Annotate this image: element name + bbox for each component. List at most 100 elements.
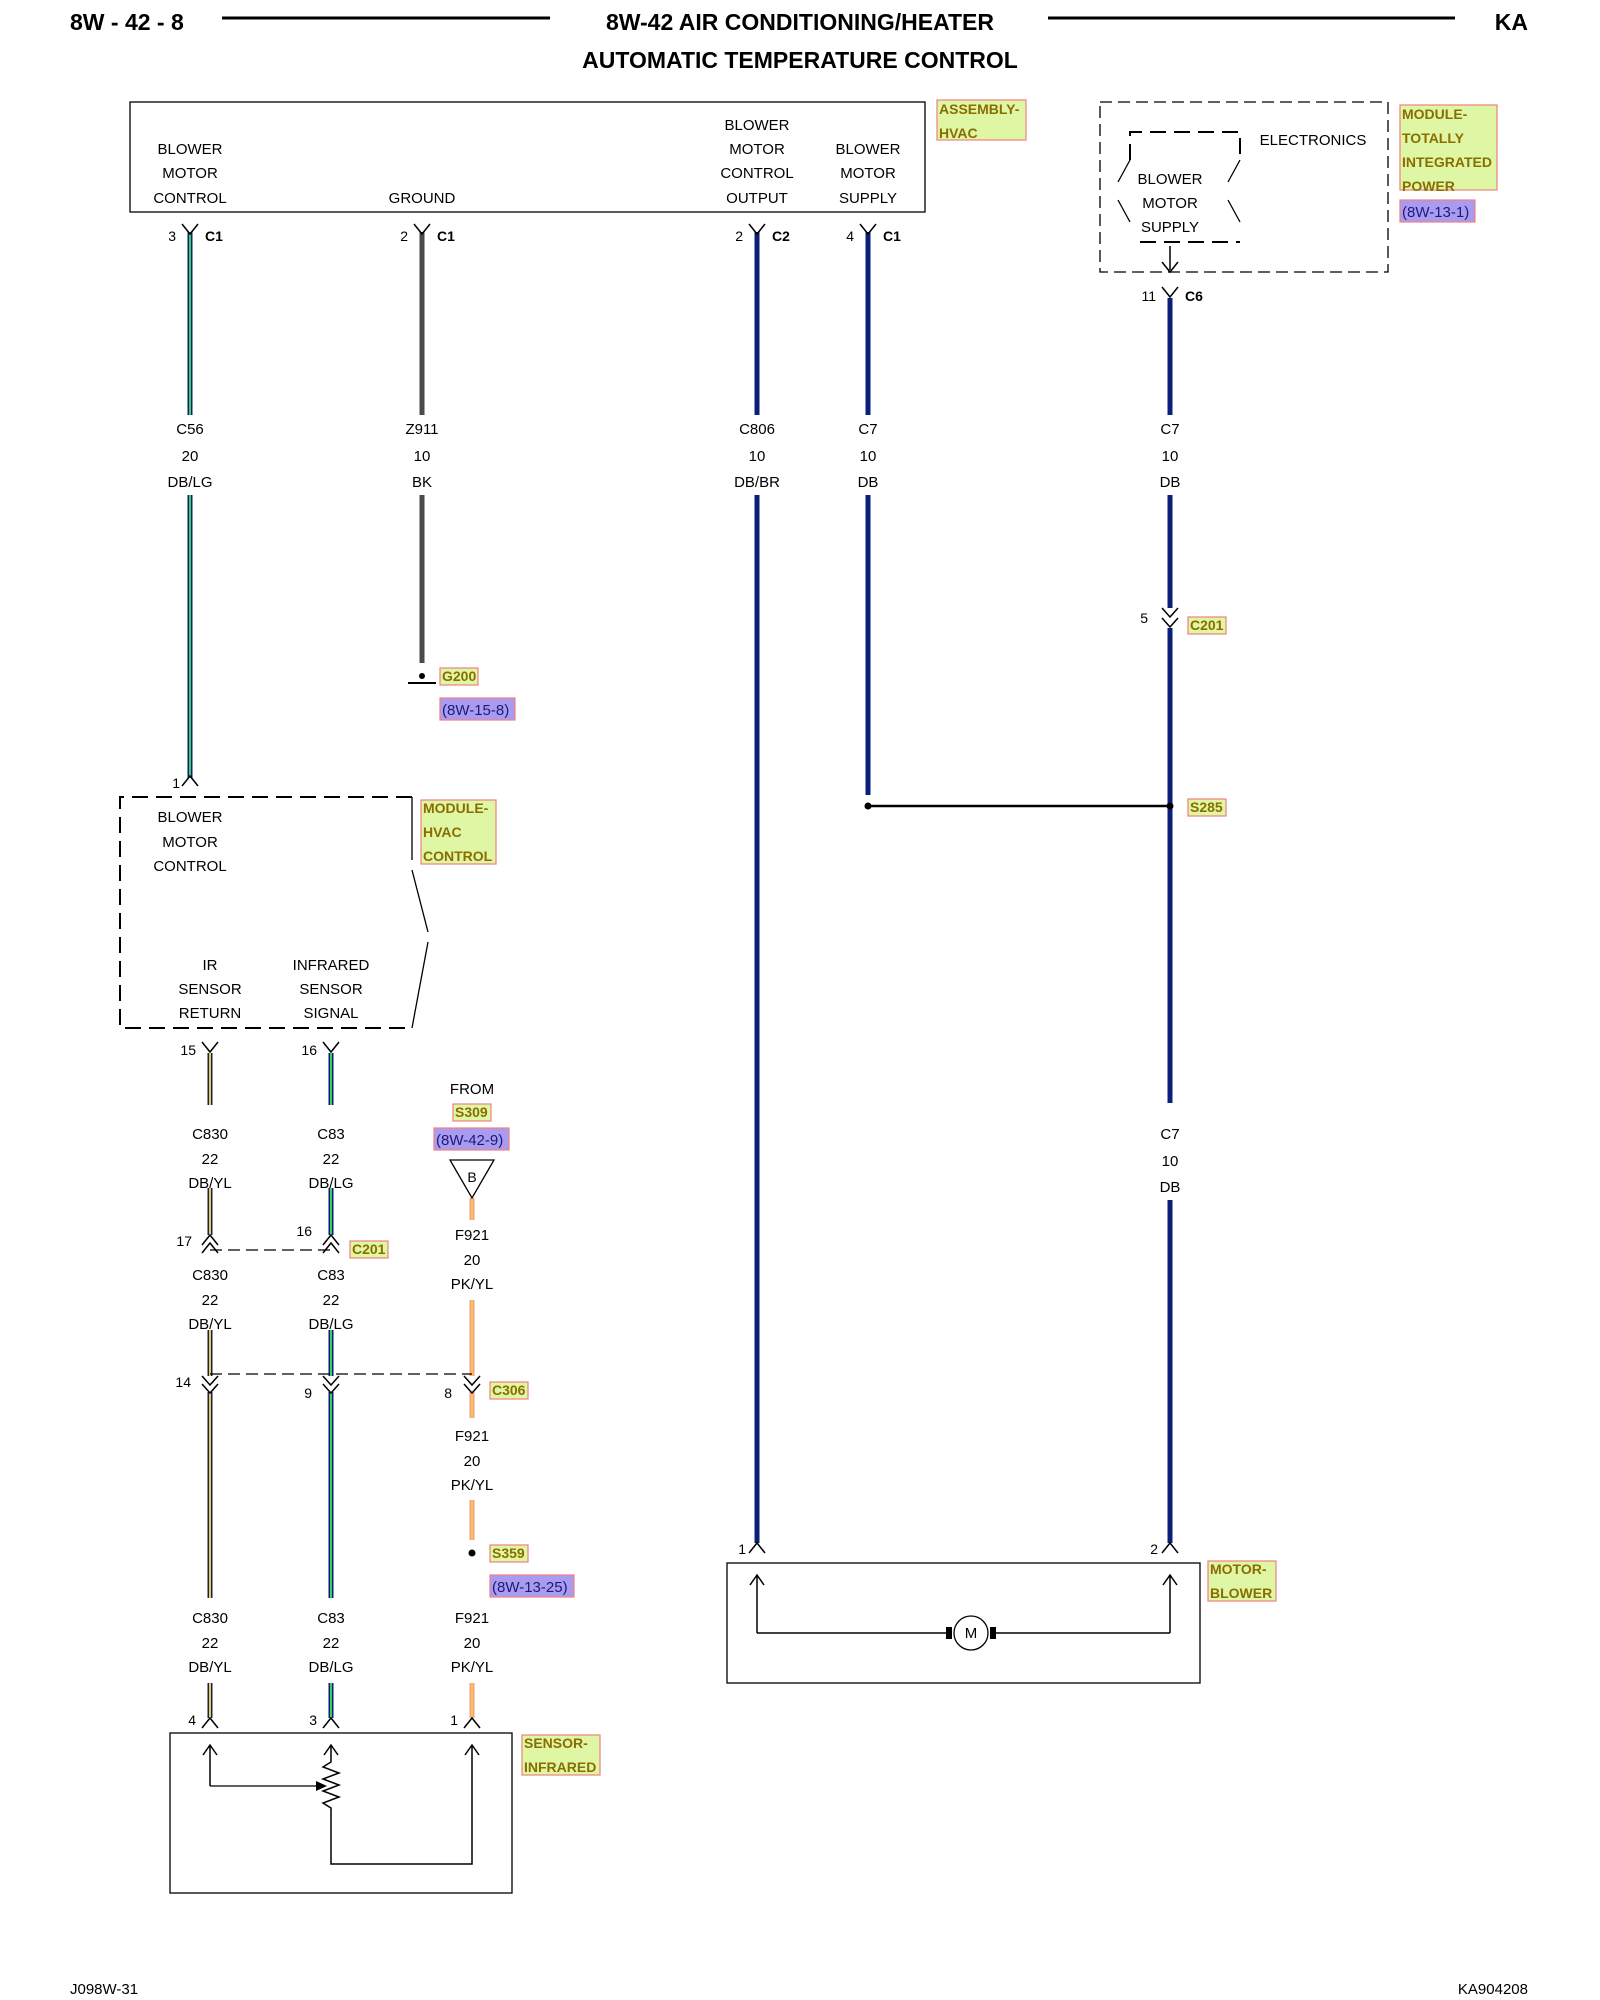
wire-label-c7-a: C7 10 DB xyxy=(858,421,879,491)
svg-text:10: 10 xyxy=(1162,448,1179,465)
wire-label-c83-c: C83 22 DB/LG xyxy=(308,1610,353,1676)
hvac-module-outline xyxy=(119,796,412,1029)
svg-text:17: 17 xyxy=(176,1233,192,1249)
svg-text:ASSEMBLY-: ASSEMBLY- xyxy=(939,101,1020,117)
model-code: KA xyxy=(1495,9,1528,35)
wire-label-f921-a: F921 20 PK/YL xyxy=(451,1227,494,1293)
svg-text:PK/YL: PK/YL xyxy=(451,1477,494,1494)
hvac-module-pin16: 16 xyxy=(301,1041,340,1058)
svg-text:PK/YL: PK/YL xyxy=(451,1276,494,1293)
svg-text:DB: DB xyxy=(1160,1179,1181,1196)
svg-text:(8W-13-1): (8W-13-1) xyxy=(1402,204,1469,221)
svg-text:BLOWER: BLOWER xyxy=(1137,171,1202,188)
svg-text:MOTOR: MOTOR xyxy=(729,141,785,158)
svg-text:22: 22 xyxy=(323,1292,340,1309)
svg-text:C830: C830 xyxy=(192,1610,228,1627)
svg-text:8: 8 xyxy=(444,1385,452,1401)
svg-text:2: 2 xyxy=(400,228,408,244)
svg-text:M: M xyxy=(965,1625,978,1642)
svg-text:MOTOR: MOTOR xyxy=(1142,195,1198,212)
svg-text:C7: C7 xyxy=(858,421,877,438)
svg-text:C1: C1 xyxy=(883,228,901,244)
svg-text:F921: F921 xyxy=(455,1428,489,1445)
tipm-internal-box-top xyxy=(1129,131,1241,160)
blower-motor: 1 2 M MOTOR- BLOWER xyxy=(726,1541,1277,1684)
wire-label-z911: Z911 10 BK xyxy=(405,421,438,491)
svg-text:FROM: FROM xyxy=(450,1081,494,1098)
svg-text:15: 15 xyxy=(180,1042,196,1058)
svg-text:BLOWER: BLOWER xyxy=(1210,1585,1272,1601)
svg-text:DB/LG: DB/LG xyxy=(308,1316,353,1333)
sensor-pin3: 3 xyxy=(309,1712,317,1728)
svg-text:MOTOR: MOTOR xyxy=(162,165,218,182)
wire-label-c830-b: C830 22 DB/YL xyxy=(188,1267,231,1333)
splice-s285: S285 xyxy=(864,798,1227,817)
svg-text:INTEGRATED: INTEGRATED xyxy=(1402,154,1492,170)
svg-text:10: 10 xyxy=(749,448,766,465)
svg-text:HVAC: HVAC xyxy=(423,824,462,840)
svg-text:BLOWER: BLOWER xyxy=(724,117,789,134)
svg-text:F921: F921 xyxy=(455,1610,489,1627)
connector-c201-inline: 17 16 C201 xyxy=(176,1223,389,1259)
svg-text:INFRARED: INFRARED xyxy=(524,1759,596,1775)
svg-text:5: 5 xyxy=(1140,610,1148,626)
from-s309-block: FROM S309 (8W-42-9) B xyxy=(433,1081,510,1200)
hvac-module-ir-return-label: IR SENSOR RETURN xyxy=(178,957,242,1022)
wire-label-c806: C806 10 DB/BR xyxy=(734,421,780,491)
connector-c2-pin2: 2 C2 xyxy=(735,223,790,244)
svg-text:SUPPLY: SUPPLY xyxy=(1141,219,1199,236)
connector-c1-pin2: 2 C1 xyxy=(400,223,455,244)
svg-text:22: 22 xyxy=(323,1151,340,1168)
svg-text:DB/YL: DB/YL xyxy=(188,1659,231,1676)
svg-text:2: 2 xyxy=(735,228,743,244)
svg-text:DB/YL: DB/YL xyxy=(188,1316,231,1333)
svg-text:HVAC: HVAC xyxy=(939,125,978,141)
splice-s359: S359 (8W-13-25) xyxy=(468,1544,575,1598)
sensor-pin1-arrow xyxy=(463,1716,481,1729)
svg-text:DB/BR: DB/BR xyxy=(734,474,780,491)
pin-label-blower-motor-control-output: BLOWER MOTOR CONTROL OUTPUT xyxy=(720,117,793,207)
svg-text:22: 22 xyxy=(202,1151,219,1168)
hvac-module-pin1: 1 xyxy=(172,775,180,791)
tipm-outline xyxy=(1099,101,1389,273)
svg-text:PK/YL: PK/YL xyxy=(451,1659,494,1676)
svg-text:DB: DB xyxy=(1160,474,1181,491)
hvac-module-pin1-arrow xyxy=(181,774,199,787)
wire-label-f921-c: F921 20 PK/YL xyxy=(451,1610,494,1676)
svg-text:C56: C56 xyxy=(176,421,204,438)
tipm-electronics-label: ELECTRONICS xyxy=(1260,132,1367,149)
svg-text:16: 16 xyxy=(301,1042,317,1058)
svg-text:RETURN: RETURN xyxy=(179,1005,242,1022)
pin-label-ground: GROUND xyxy=(389,190,456,207)
svg-text:MOTOR: MOTOR xyxy=(840,165,896,182)
svg-text:CONTROL: CONTROL xyxy=(423,848,493,864)
svg-text:(8W-13-25): (8W-13-25) xyxy=(492,1579,568,1596)
svg-text:20: 20 xyxy=(464,1635,481,1652)
svg-text:C83: C83 xyxy=(317,1610,345,1627)
svg-text:DB/YL: DB/YL xyxy=(188,1175,231,1192)
svg-text:SUPPLY: SUPPLY xyxy=(839,190,897,207)
svg-text:DB/LG: DB/LG xyxy=(167,474,212,491)
svg-text:SENSOR: SENSOR xyxy=(178,981,242,998)
svg-text:F921: F921 xyxy=(455,1227,489,1244)
svg-text:OUTPUT: OUTPUT xyxy=(726,190,788,207)
sensor-pin3-arrow xyxy=(322,1716,340,1729)
svg-text:MODULE-: MODULE- xyxy=(423,800,489,816)
page-header: 8W - 42 - 8 8W-42 AIR CONDITIONING/HEATE… xyxy=(70,9,1528,73)
svg-text:MOTOR-: MOTOR- xyxy=(1210,1561,1267,1577)
svg-text:SIGNAL: SIGNAL xyxy=(303,1005,358,1022)
pin-label-blower-motor-control: BLOWER MOTOR CONTROL xyxy=(153,141,226,207)
svg-text:14: 14 xyxy=(175,1374,191,1390)
hvac-assembly-outline xyxy=(129,101,926,213)
svg-text:MODULE-: MODULE- xyxy=(1402,106,1468,122)
wire-label-c56: C56 20 DB/LG xyxy=(167,421,212,491)
wire-label-c83-b: C83 22 DB/LG xyxy=(308,1267,353,1333)
svg-text:3: 3 xyxy=(168,228,176,244)
svg-text:C1: C1 xyxy=(437,228,455,244)
motor-pin1: 1 xyxy=(738,1541,746,1557)
svg-text:C201: C201 xyxy=(1190,617,1224,633)
svg-text:(8W-42-9): (8W-42-9) xyxy=(436,1132,503,1149)
svg-text:16: 16 xyxy=(296,1223,312,1239)
svg-text:BLOWER: BLOWER xyxy=(157,809,222,826)
